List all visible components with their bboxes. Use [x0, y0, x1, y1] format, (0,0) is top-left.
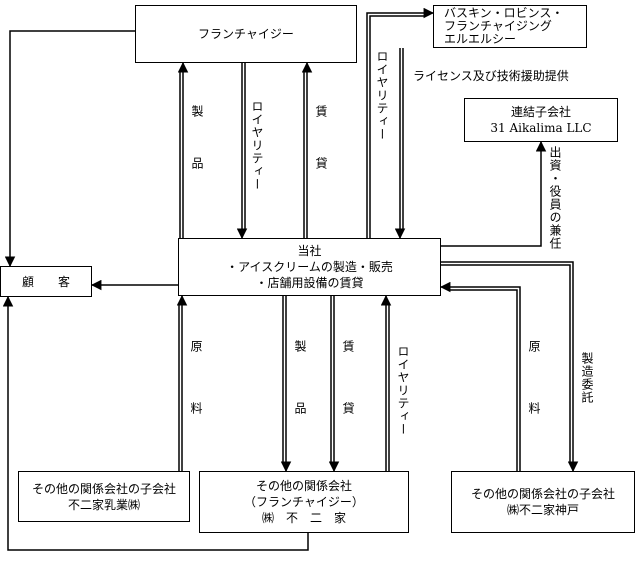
- fujiya-to-customer-arrow: [2, 295, 309, 551]
- customer-box: 顧 客: [0, 266, 92, 297]
- manufacturing-arrow: [441, 261, 579, 473]
- manufacturing-label: 製造委託: [580, 352, 594, 404]
- other-subsidiary-right-box: その他の関係会社の子会社 ㈱不二家神戸: [451, 471, 635, 533]
- franchisee-label: フランチャイジー: [198, 27, 294, 41]
- other-related-line-2: （フランチャイジー）: [244, 495, 364, 509]
- license-label: ライセンス及び技術援助提供: [413, 69, 569, 83]
- subsidiary-box: 連結子会社 31 Aikalima LLC: [464, 98, 618, 142]
- lease-down-label: 賃貸: [341, 340, 355, 464]
- subsidiary-line-2: 31 Aikalima LLC: [490, 121, 592, 135]
- baskin-line-1: バスキン・ロビンス・: [444, 6, 564, 20]
- other-sub-left-line-1: その他の関係会社の子会社: [31, 481, 176, 496]
- baskin-line-3: エルエルシー: [444, 32, 517, 46]
- royalty-to-baskin-arrow: [366, 7, 435, 238]
- company-line-1: 当社: [297, 244, 322, 258]
- other-subsidiary-left-box: その他の関係会社の子会社 不二家乳業㈱: [18, 471, 190, 522]
- franchisee-box: フランチャイジー: [135, 5, 357, 63]
- other-related-company-box: その他の関係会社 （フランチャイジー） ㈱ 不 二 家: [199, 471, 409, 533]
- royalty-down-label: ロイヤリティー: [396, 345, 410, 436]
- lease-up-label: 賃貸: [314, 105, 328, 209]
- raw-right-label: 原料: [527, 340, 541, 464]
- baskin-line-2: フランチャイジング: [444, 19, 552, 33]
- other-sub-left-line-2: 不二家乳業㈱: [67, 497, 140, 512]
- raw-left-label: 原料: [189, 340, 203, 464]
- royalty-baskin-label: ロイヤリティー: [375, 50, 389, 141]
- royalty-up-label: ロイヤリティー: [250, 100, 264, 191]
- other-sub-right-line-2: ㈱不二家神戸: [506, 503, 579, 517]
- baskin-robbins-box: バスキン・ロビンス・ フランチャイジング エルエルシー: [433, 5, 587, 48]
- company-line-3: ・店舗用設備の賃貸: [255, 276, 364, 290]
- other-sub-right-line-1: その他の関係会社の子会社: [470, 487, 615, 501]
- franchisee-to-customer-arrow: [4, 30, 135, 268]
- company-box: 当社 ・アイスクリームの製造・販売 ・店舗用設備の賃貸: [178, 238, 441, 296]
- product-down-label: 製品: [293, 340, 307, 464]
- company-line-2: ・アイスクリームの製造・販売: [226, 260, 393, 274]
- investment-arrow: [441, 140, 547, 247]
- raw-right-arrow: [439, 281, 521, 471]
- other-related-line-3: ㈱ 不 二 家: [261, 511, 346, 525]
- investment-label: 出資・役員の兼任: [548, 146, 562, 250]
- subsidiary-line-1: 連結子会社: [510, 105, 571, 119]
- product-up-label: 製品: [190, 105, 204, 209]
- other-related-line-1: その他の関係会社: [255, 479, 352, 493]
- customer-label: 顧 客: [21, 274, 70, 289]
